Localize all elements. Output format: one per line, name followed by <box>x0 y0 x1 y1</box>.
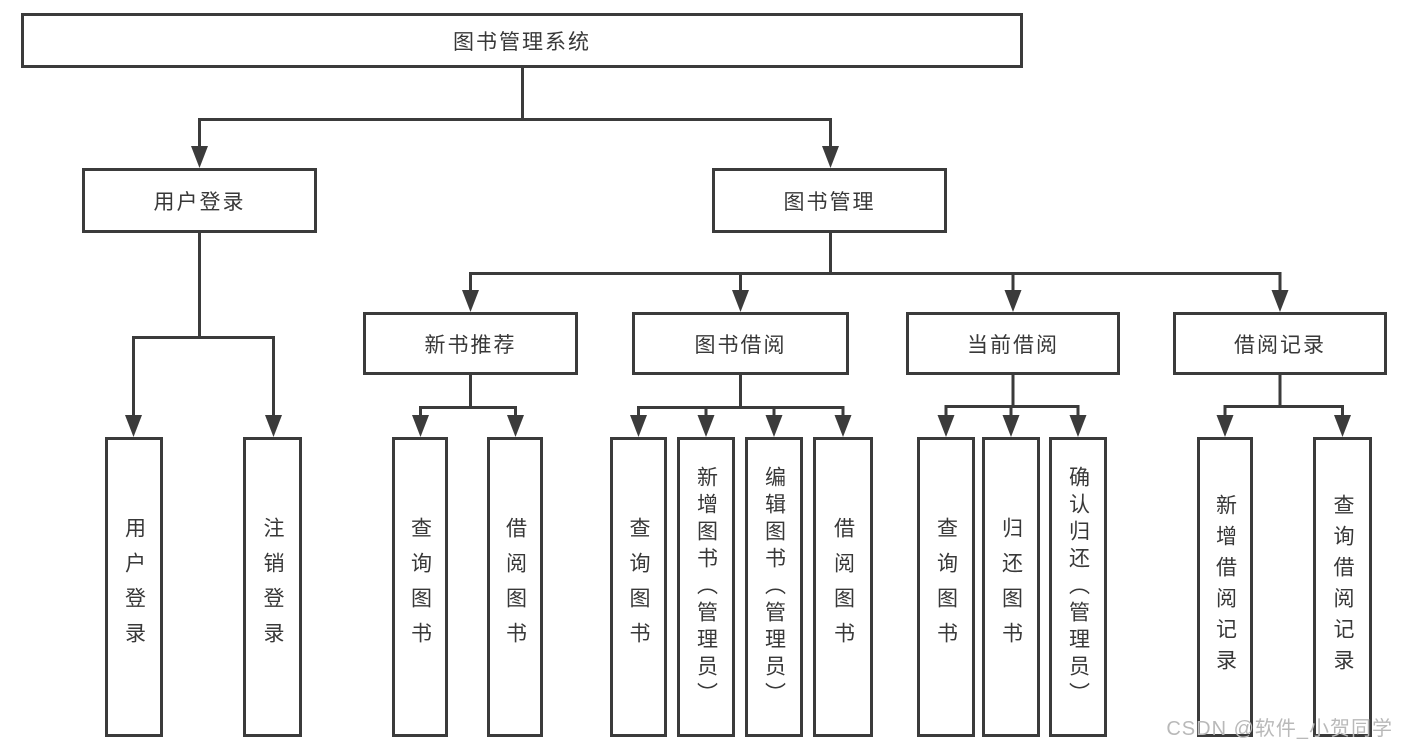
node-new-book-recommendation: 新书推荐 <box>363 312 578 375</box>
node-current-borrowing: 当前借阅 <box>906 312 1120 375</box>
leaf-user-login: 用户登录 <box>105 437 163 737</box>
node-library-management-system: 图书管理系统 <box>21 13 1023 68</box>
leaf-label: 查询图书 <box>408 517 432 657</box>
leaf-label: 查询图书 <box>934 517 958 657</box>
leaf-edit-book-admin: 编辑图书（管理员） <box>745 437 803 737</box>
leaf-query-books-current: 查询图书 <box>917 437 975 737</box>
leaf-return-books: 归还图书 <box>982 437 1040 737</box>
leaf-add-book-admin: 新增图书（管理员） <box>677 437 735 737</box>
leaf-borrow-books-borrowing: 借阅图书 <box>813 437 873 737</box>
leaf-label: 查询借阅记录 <box>1331 494 1354 680</box>
leaf-label: 归还图书 <box>999 517 1023 657</box>
node-book-management: 图书管理 <box>712 168 947 233</box>
leaf-confirm-return-admin: 确认归还（管理员） <box>1049 437 1107 737</box>
leaf-logout: 注销登录 <box>243 437 302 737</box>
leaf-query-borrow-record: 查询借阅记录 <box>1313 437 1372 737</box>
csdn-watermark: CSDN @软件_小贺同学 <box>1166 718 1393 740</box>
leaf-add-borrow-record: 新增借阅记录 <box>1197 437 1253 737</box>
leaf-label: 查询图书 <box>627 517 650 657</box>
leaf-label: 新增借阅记录 <box>1213 494 1237 680</box>
node-book-borrowing: 图书借阅 <box>632 312 849 375</box>
leaf-query-books-recommendation: 查询图书 <box>392 437 448 737</box>
leaf-label: 借阅图书 <box>831 517 855 657</box>
arrowheads <box>125 146 1351 437</box>
node-borrowing-records: 借阅记录 <box>1173 312 1387 375</box>
node-user-login: 用户登录 <box>82 168 317 233</box>
leaf-label: 用户登录 <box>122 517 146 657</box>
leaf-label: 新增图书（管理员） <box>694 465 718 709</box>
leaf-label: 编辑图书（管理员） <box>762 465 786 709</box>
leaf-label: 确认归还（管理员） <box>1066 465 1090 709</box>
leaf-label: 注销登录 <box>261 517 284 657</box>
leaf-label: 借阅图书 <box>503 517 527 657</box>
leaf-query-books-borrowing: 查询图书 <box>610 437 667 737</box>
leaf-borrow-books-recommendation: 借阅图书 <box>487 437 543 737</box>
